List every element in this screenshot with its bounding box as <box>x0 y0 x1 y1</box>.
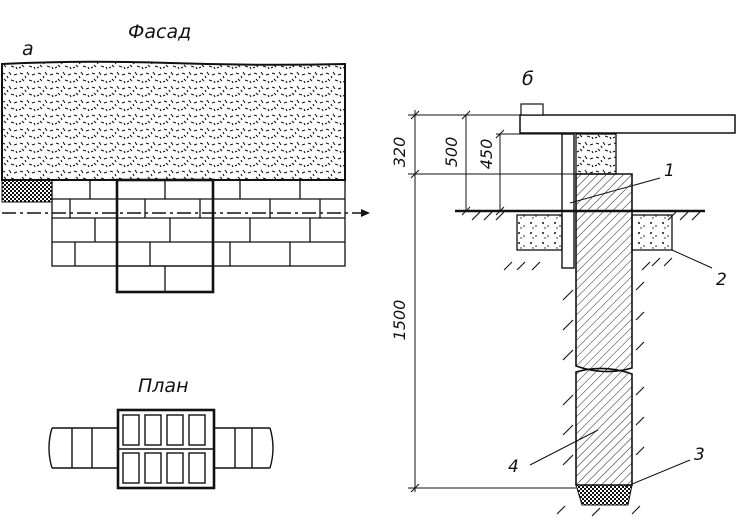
callout-4: 4 <box>508 457 519 477</box>
brick-foundation-facade <box>51 178 346 294</box>
pile-tip <box>575 484 633 506</box>
gravel-right <box>631 214 673 251</box>
plinth-hatched <box>1 179 53 203</box>
pile-lower <box>575 367 633 486</box>
dim-500: 500 <box>442 137 461 168</box>
plan-title: План <box>138 375 189 397</box>
gravel-left <box>516 214 563 251</box>
sill-block <box>520 103 544 116</box>
dim-320: 320 <box>390 137 409 168</box>
pile-upper <box>575 173 633 373</box>
plinth-speckled <box>575 133 617 175</box>
dimension-lines <box>408 110 576 493</box>
rod <box>561 133 575 269</box>
callout-3: 3 <box>694 445 705 465</box>
callout-2: 2 <box>716 270 727 290</box>
callout-1: 1 <box>664 161 675 181</box>
facade-title: Фасад <box>128 21 191 43</box>
soil-hatch <box>471 211 701 517</box>
ground-arrow <box>361 209 370 217</box>
wall-rendered-section <box>0 60 346 181</box>
dim-450: 450 <box>477 139 496 170</box>
dim-1500: 1500 <box>390 300 409 341</box>
top-beam <box>519 114 736 134</box>
label-b: б <box>522 68 534 90</box>
plan-view <box>48 408 274 490</box>
label-a: а <box>22 38 34 60</box>
callout-leaders <box>529 177 713 488</box>
